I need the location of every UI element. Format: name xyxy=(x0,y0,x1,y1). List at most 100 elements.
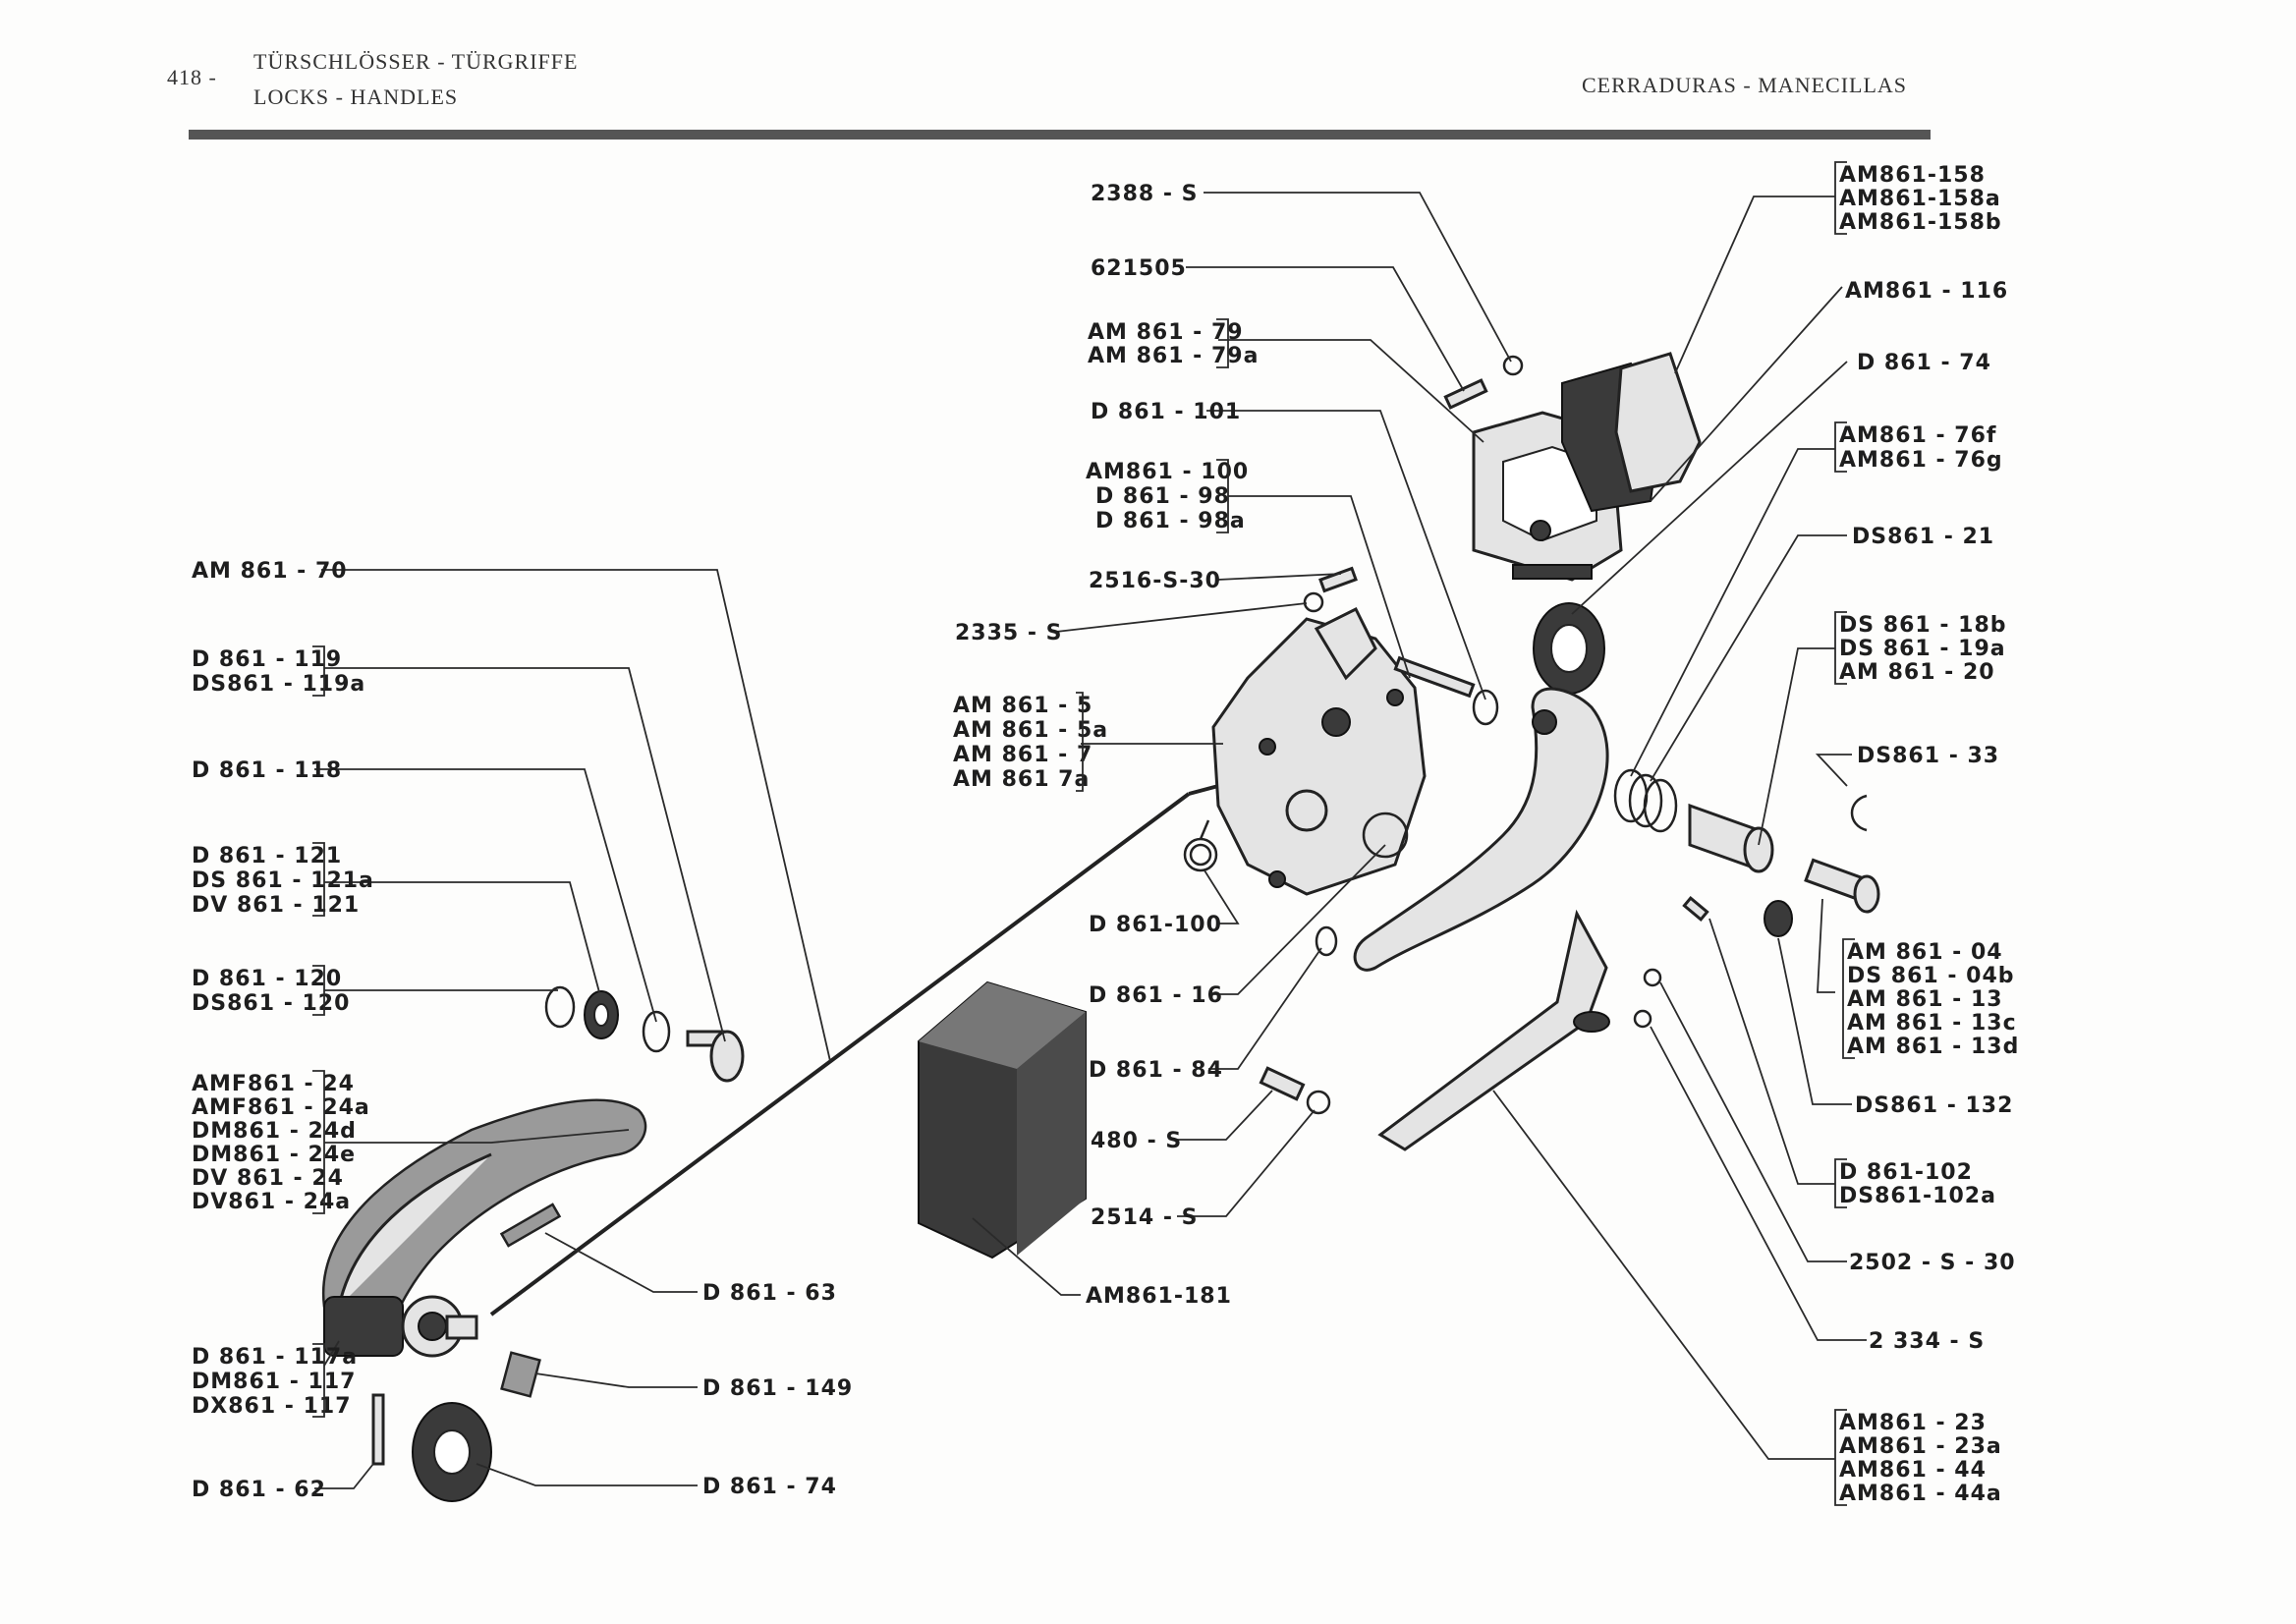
label-d861-74-lower: D 861 - 74 xyxy=(702,1475,837,1499)
screw-d861-102-part xyxy=(1682,895,1709,923)
label-ds861-120: DS861 - 120 xyxy=(192,991,350,1016)
group-brackets xyxy=(312,161,1855,1506)
label-dx861-117: DX861 - 117 xyxy=(192,1394,352,1419)
label-dm861-117: DM861 - 117 xyxy=(192,1370,356,1394)
screw-2516-part xyxy=(1318,566,1358,593)
label-dv861-24: DV 861 - 24 xyxy=(192,1166,344,1191)
label-2514-s: 2514 - S xyxy=(1091,1205,1199,1230)
foam-block-part xyxy=(918,980,1087,1260)
bolt-d861-101-part xyxy=(1393,655,1476,699)
washer-ds861-132-part xyxy=(1764,900,1793,937)
label-2334-s: 2 334 - S xyxy=(1869,1329,1985,1354)
label-am861-76g: AM861 - 76g xyxy=(1839,448,2003,473)
label-dv861-24a: DV861 - 24a xyxy=(192,1190,351,1214)
label-am861-181: AM861-181 xyxy=(1086,1284,1232,1309)
label-ds861-119a: DS861 - 119a xyxy=(192,672,365,697)
lower-seal-part xyxy=(412,1402,492,1502)
nut-2388-part xyxy=(1502,355,1524,376)
pin-part xyxy=(371,1393,385,1466)
spring-plate-part xyxy=(500,1351,541,1398)
label-am861-04: AM 861 - 04 xyxy=(1847,940,2003,965)
label-dm861-24d: DM861 - 24d xyxy=(192,1119,357,1144)
nut-2502-part xyxy=(1643,968,1662,987)
label-ds861-21: DS861 - 21 xyxy=(1852,525,1994,549)
label-am861-13: AM 861 - 13 xyxy=(1847,987,2003,1012)
label-d861-84: D 861 - 84 xyxy=(1089,1058,1223,1083)
outer-handle-part xyxy=(321,1098,647,1358)
label-d861-98a: D 861 - 98a xyxy=(1095,509,1246,533)
label-ds861-132: DS861 - 132 xyxy=(1855,1093,2013,1118)
label-d861-74-upper: D 861 - 74 xyxy=(1857,351,1991,375)
label-ds861-19a: DS 861 - 19a xyxy=(1839,637,2006,661)
label-am861-5: AM 861 - 5 xyxy=(953,694,1092,718)
label-2516-s-30: 2516-S-30 xyxy=(1089,569,1221,593)
label-am861-44: AM861 - 44 xyxy=(1839,1458,1987,1483)
label-dv861-121: DV 861 - 121 xyxy=(192,893,360,918)
title-spanish: CERRADURAS - MANECILLAS xyxy=(1582,73,1908,97)
label-ds861-33: DS861 - 33 xyxy=(1857,744,1999,768)
page-number: 418 - xyxy=(167,65,217,89)
label-d861-120: D 861 - 120 xyxy=(192,967,342,991)
label-d861-102: D 861-102 xyxy=(1839,1160,1973,1185)
label-d861-63: D 861 - 63 xyxy=(702,1281,837,1306)
label-am861-7: AM 861 - 7 xyxy=(953,743,1092,767)
label-am861-79a: AM 861 - 79a xyxy=(1088,344,1259,368)
label-d861-149: D 861 - 149 xyxy=(702,1376,853,1401)
label-ds861-102a: DS861-102a xyxy=(1839,1184,1996,1208)
label-ds861-121a: DS 861 - 121a xyxy=(192,868,374,893)
nut-2514-part xyxy=(1306,1090,1331,1115)
label-d861-98: D 861 - 98 xyxy=(1095,484,1230,509)
label-d861-121: D 861 - 121 xyxy=(192,844,342,868)
screw-621505-part xyxy=(1443,378,1488,410)
label-am861-158: AM861-158 xyxy=(1839,163,1986,188)
leader-lines xyxy=(314,192,1867,1489)
label-d861-62: D 861 - 62 xyxy=(192,1478,326,1502)
label-am861-116: AM861 - 116 xyxy=(1845,279,2008,304)
spring-ds861-21-part xyxy=(1613,768,1678,833)
label-am861-44a: AM861 - 44a xyxy=(1839,1482,2002,1506)
bracket-part xyxy=(1377,909,1610,1151)
label-am861-79: AM 861 - 79 xyxy=(1088,320,1244,345)
push-button-parts xyxy=(544,985,745,1083)
washer-d861-16-part xyxy=(1472,689,1499,726)
lock-body-part xyxy=(1211,606,1427,896)
label-d861-16: D 861 - 16 xyxy=(1089,983,1223,1008)
label-dm861-24e: DM861 - 24e xyxy=(192,1143,356,1167)
label-am861-100: AM861 - 100 xyxy=(1086,460,1249,484)
spring-d861-100-part xyxy=(1183,819,1218,872)
label-ds861-18b: DS 861 - 18b xyxy=(1839,613,2007,638)
label-am861-7a: AM 861 7a xyxy=(953,767,1090,792)
label-d861-117a: D 861 - 117a xyxy=(192,1345,358,1370)
label-am861-70: AM 861 - 70 xyxy=(192,559,348,584)
title-german: TÜRSCHLÖSSER - TÜRGRIFFE xyxy=(253,49,579,74)
washer-d861-84-part xyxy=(1315,925,1338,957)
upper-seal-part xyxy=(1533,602,1605,695)
label-2335-s: 2335 - S xyxy=(955,621,1063,645)
label-2388-s: 2388 - S xyxy=(1091,182,1199,206)
washer-2334-part xyxy=(1633,1009,1652,1029)
label-amf861-24a: AMF861 - 24a xyxy=(192,1095,370,1120)
label-d861-100: D 861-100 xyxy=(1089,913,1222,937)
label-am861-5a: AM 861 - 5a xyxy=(953,718,1108,743)
small-rod-part xyxy=(499,1203,562,1248)
label-amf861-24: AMF861 - 24 xyxy=(192,1072,355,1096)
bolt-480-part xyxy=(1259,1066,1306,1101)
label-am861-158b: AM861-158b xyxy=(1839,210,2002,235)
title-english: LOCKS - HANDLES xyxy=(253,84,459,109)
label-480-s: 480 - S xyxy=(1091,1129,1182,1153)
label-am861-20: AM 861 - 20 xyxy=(1839,660,1995,685)
label-d861-119: D 861 - 119 xyxy=(192,647,342,672)
label-621505: 621505 xyxy=(1091,256,1187,281)
label-am861-76f: AM861 - 76f xyxy=(1839,423,1996,448)
inner-handle-part xyxy=(1353,687,1609,972)
label-am861-23: AM861 - 23 xyxy=(1839,1411,1987,1435)
washer-2335-part xyxy=(1303,591,1324,613)
plate-158-part xyxy=(1614,352,1702,493)
header-rule xyxy=(189,130,1931,140)
label-2502-s-30: 2502 - S - 30 xyxy=(1849,1251,2016,1275)
clip-part xyxy=(1850,794,1868,832)
label-ds861-04b: DS 861 - 04b xyxy=(1847,964,2015,988)
part-labels: 2388 - S 621505 AM 861 - 79 AM 861 - 79a… xyxy=(192,163,2018,1506)
